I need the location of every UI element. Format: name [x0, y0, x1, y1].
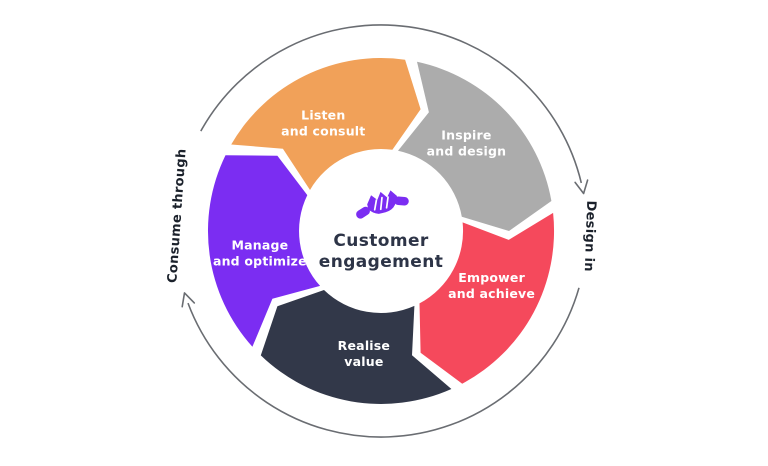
outer-label-design-in: Design in: [581, 200, 598, 272]
handshake-icon: [356, 190, 409, 219]
arrowhead-left-icon: [181, 292, 196, 308]
segment-listen-and-consult: [231, 58, 421, 190]
segment-realise-value: [260, 290, 452, 404]
segment-label-line: and design: [427, 144, 507, 159]
segment-empower-and-achieve: [419, 212, 555, 384]
cycle-segments: [207, 58, 555, 404]
outer-arc-top: [200, 24, 583, 184]
segment-label-line: and consult: [281, 123, 365, 138]
finger-line: [385, 196, 389, 209]
handshake-left-cuff: [356, 206, 370, 219]
segment-label-line: value: [344, 354, 383, 369]
center-circle: [301, 151, 461, 311]
finger-line: [379, 196, 383, 211]
outer-cycle-arrows: [181, 24, 589, 438]
segment-label-line: Empower: [458, 270, 525, 285]
outer-arc-bottom: [187, 287, 580, 438]
segment-label-line: Realise: [338, 338, 390, 353]
outer-label-consume-through: Consume through: [165, 148, 189, 283]
segment-inspire-and-design: [398, 61, 552, 231]
segment-label-line: and achieve: [448, 286, 535, 301]
handshake-right-cuff: [393, 196, 409, 206]
handshake-finger-lines: [373, 196, 389, 211]
center-title-line: engagement: [319, 252, 443, 272]
segment-label-line: and optimize: [213, 253, 307, 268]
segment-label-line: Inspire: [441, 128, 491, 143]
arrowhead-right-icon: [574, 179, 589, 195]
segment-label-line: Listen: [301, 107, 345, 122]
segment-label-line: Manage: [231, 237, 288, 252]
finger-line: [373, 199, 378, 211]
center-title-line: Customer: [333, 231, 429, 251]
segment-manage-and-optimize: [207, 155, 321, 347]
